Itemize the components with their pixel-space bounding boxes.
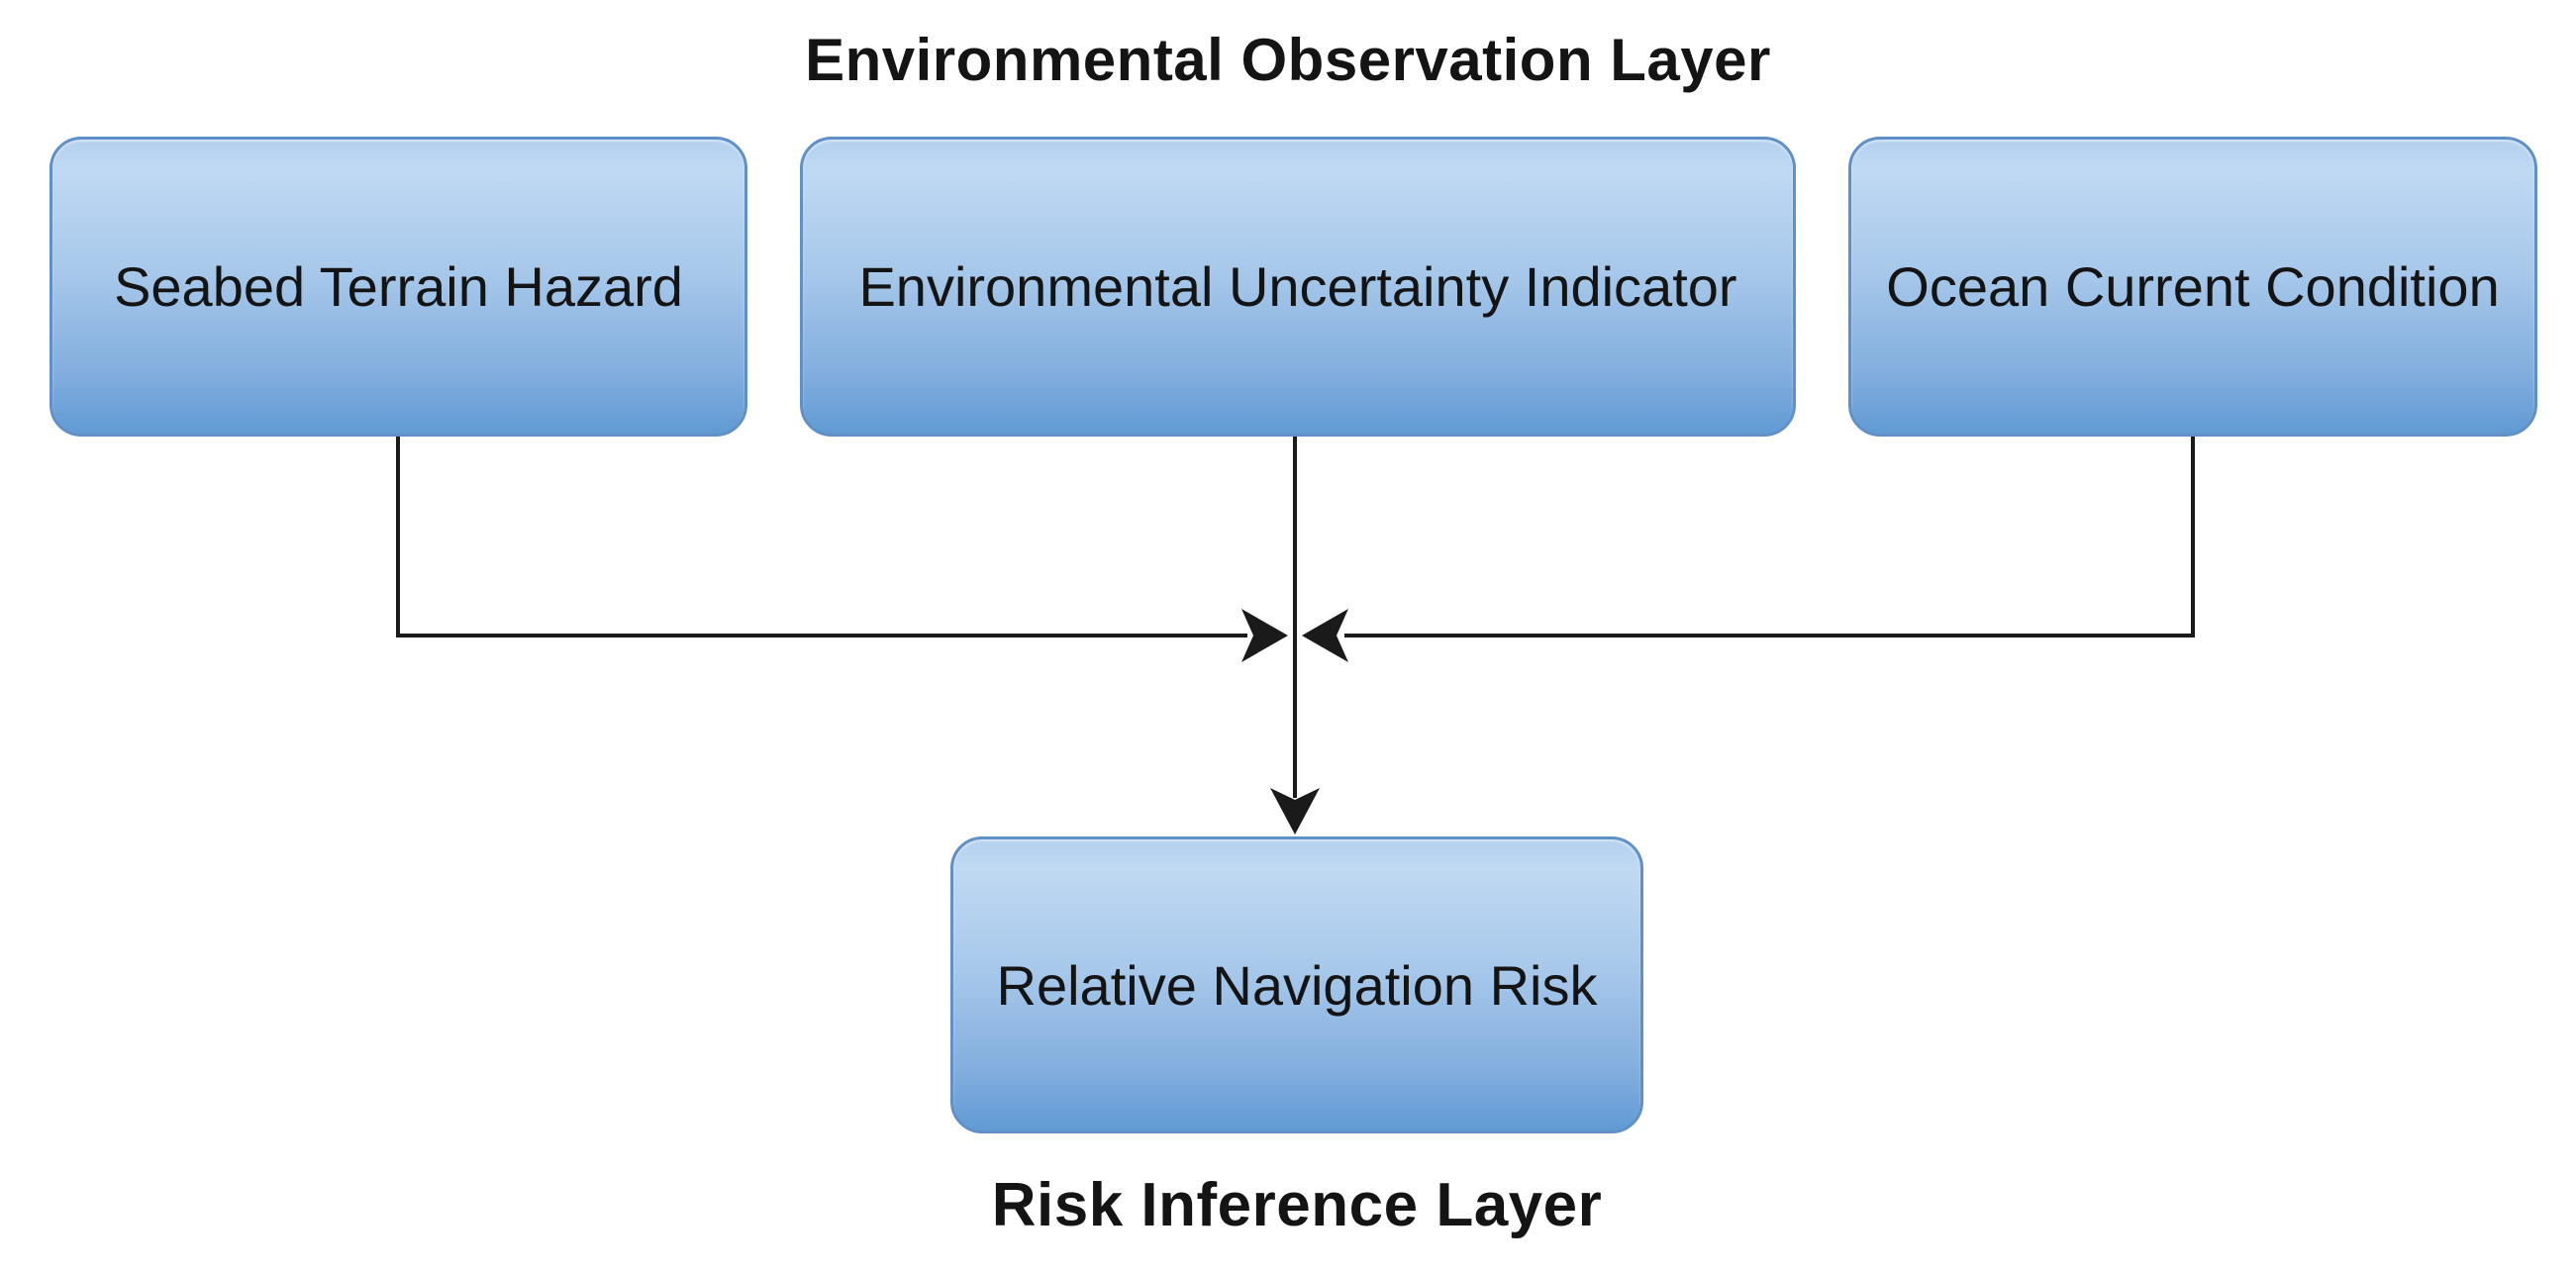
arrowhead-left-icon	[1302, 609, 1348, 662]
node-seabed-terrain-hazard-label: Seabed Terrain Hazard	[114, 255, 683, 318]
observation-layer-title: Environmental Observation Layer	[805, 27, 1771, 93]
connector-current-to-junction	[1344, 437, 2195, 638]
node-ocean-current-condition: Ocean Current Condition	[1848, 137, 2537, 437]
arrowhead-down-icon	[1270, 788, 1320, 834]
node-relative-navigation-risk-label: Relative Navigation Risk	[996, 953, 1598, 1017]
node-environmental-uncertainty-indicator-label: Environmental Uncertainty Indicator	[858, 255, 1737, 318]
node-environmental-uncertainty-indicator: Environmental Uncertainty Indicator	[800, 137, 1796, 437]
node-relative-navigation-risk: Relative Navigation Risk	[950, 836, 1643, 1133]
risk-inference-layer-title: Risk Inference Layer	[991, 1171, 1603, 1239]
arrowhead-right-icon	[1241, 609, 1288, 662]
node-seabed-terrain-hazard: Seabed Terrain Hazard	[50, 137, 747, 437]
node-ocean-current-condition-label: Ocean Current Condition	[1886, 255, 2500, 318]
connector-seabed-to-junction	[396, 437, 1247, 638]
